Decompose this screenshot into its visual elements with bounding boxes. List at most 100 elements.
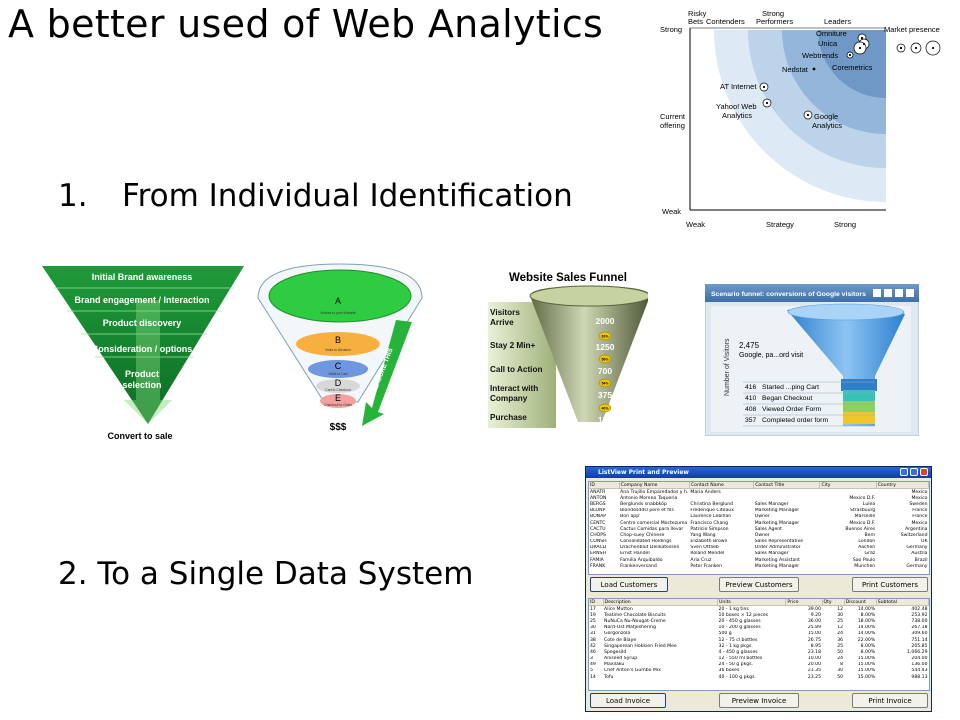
vendor-google-line2: Analytics: [812, 121, 842, 130]
maximize-icon[interactable]: [910, 468, 918, 476]
cell: 500 g: [718, 631, 732, 637]
column-header[interactable]: City: [819, 482, 877, 489]
column-header[interactable]: Contact Title: [753, 482, 821, 489]
cell: Sales Manager: [754, 501, 789, 507]
row4-label: Completed order form: [762, 417, 828, 424]
stage-c-ellipse: [308, 360, 368, 378]
label-contenders: Contenders: [706, 17, 745, 26]
pct-1: 63%: [601, 334, 609, 338]
cell: 24: [837, 656, 844, 662]
google-scenario-funnel: Scenario funnel: conversions of Google v…: [705, 284, 919, 436]
cell: CACTU: [590, 526, 606, 532]
chart-icon[interactable]: [873, 289, 881, 297]
stage-4: Consideration / options: [92, 344, 193, 354]
cell: Blondesddsl pere et fils: [620, 508, 674, 514]
stage-b-ellipse: [296, 332, 380, 356]
column-header[interactable]: ID: [589, 599, 604, 606]
settings-icon[interactable]: [906, 289, 914, 297]
cell: Owner: [754, 514, 770, 520]
cell: Frederique Citeaux: [690, 508, 734, 514]
column-header[interactable]: Price: [785, 599, 823, 606]
cell: 3: [590, 656, 593, 662]
row3-label: Viewed Order Form: [762, 406, 822, 413]
cell: 14: [590, 674, 596, 680]
column-header[interactable]: Description: [603, 599, 719, 606]
vendor-coremetrics: Coremetrics: [832, 63, 873, 72]
preview-customers-button[interactable]: Preview Customers: [719, 577, 799, 592]
column-header[interactable]: Discount: [844, 599, 877, 606]
cell: Christina Berglund: [690, 501, 734, 507]
column-header[interactable]: Contact Name: [689, 482, 755, 489]
table-icon[interactable]: [884, 289, 892, 297]
print-customers-button[interactable]: Print Customers: [852, 577, 928, 592]
close-icon[interactable]: [920, 468, 928, 476]
cell: 12 - 75 cl bottles: [718, 637, 758, 643]
cell: 21.35: [807, 668, 821, 674]
stage-interact-line1: Interact with: [490, 384, 538, 393]
column-header[interactable]: Country: [876, 482, 929, 489]
label-y-weak: Weak: [662, 207, 681, 216]
preview-invoice-button[interactable]: Preview Invoice: [719, 693, 799, 708]
cell: Marketing Assistant: [754, 557, 800, 563]
header-tool-icons[interactable]: [873, 289, 914, 297]
window-title: ListView Print and Preview: [598, 469, 689, 476]
value-1250: 1250: [596, 342, 615, 352]
label-x-weak: Weak: [686, 220, 705, 229]
load-customers-button[interactable]: Load Customers: [590, 577, 668, 592]
cell: 40 - 100 g pkgs.: [718, 674, 756, 680]
cell: 25: [837, 643, 844, 649]
cell: Order Administrator: [754, 545, 801, 551]
export-icon[interactable]: [895, 289, 903, 297]
cell: 19: [590, 612, 596, 618]
cell: 15.00%: [857, 668, 876, 674]
measure-arrow: [362, 320, 412, 426]
row2-label: Began Checkout: [762, 395, 812, 402]
cell: 20 - 450 g glasses: [718, 618, 761, 624]
column-header[interactable]: Company Name: [619, 482, 690, 489]
column-header[interactable]: ID: [589, 482, 620, 489]
cell: 36 boxes: [718, 668, 740, 674]
label-market-presence: Market presence: [884, 25, 940, 34]
cell: 10.00: [807, 656, 821, 662]
letter-d: D: [335, 378, 342, 388]
column-header[interactable]: Units: [717, 599, 787, 606]
label-performers: Performers: [756, 17, 793, 26]
cell: [820, 489, 876, 496]
cell: 402.48: [911, 606, 928, 612]
print-invoice-button[interactable]: Print Invoice: [852, 693, 928, 708]
cell: 24: [837, 631, 844, 637]
minimize-icon[interactable]: [900, 468, 908, 476]
sales-funnel-title: Website Sales Funnel: [509, 272, 627, 284]
load-invoice-button[interactable]: Load Invoice: [590, 693, 666, 708]
column-header[interactable]: Qty: [822, 599, 845, 606]
column-header[interactable]: Subtotal: [876, 599, 929, 606]
cell: Cactus Comidas para llevar: [620, 526, 684, 532]
